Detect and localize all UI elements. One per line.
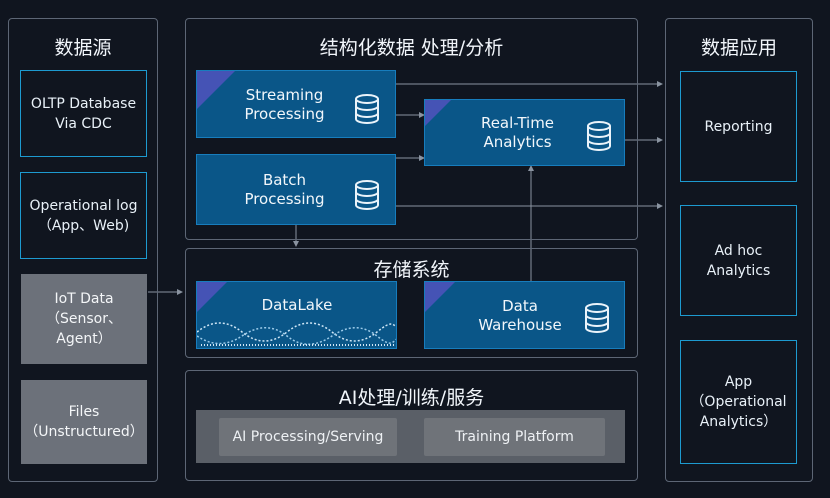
data-applications-title: 数据应用 <box>700 37 777 59</box>
corner-accent <box>425 100 451 126</box>
ai-panel: AI处理/训练/服务 <box>185 370 638 481</box>
app-operational-analytics[interactable]: App （Operational Analytics） <box>680 340 797 464</box>
source-oltp-database[interactable]: OLTP Database Via CDC <box>20 70 147 157</box>
corner-accent <box>197 71 235 109</box>
data-warehouse-box[interactable]: Data Warehouse <box>424 281 625 349</box>
realtime-analytics-box[interactable]: Real-Time Analytics <box>424 99 625 166</box>
data-sources-title: 数据源 <box>54 37 112 59</box>
batch-processing-label: Batch Processing <box>244 171 325 208</box>
source-operational-log[interactable]: Operational log （App、Web) <box>20 172 147 259</box>
database-icon <box>585 303 609 333</box>
app-reporting[interactable]: Reporting <box>680 71 797 182</box>
storage-title: 存储系统 <box>373 259 450 281</box>
data-warehouse-label: Data Warehouse <box>478 297 562 334</box>
storage-panel: 存储系统 <box>185 248 638 358</box>
streaming-processing-label: Streaming Processing <box>244 86 325 123</box>
corner-accent <box>425 282 455 312</box>
structured-processing-panel: 结构化数据 处理/分析 <box>185 18 638 240</box>
database-icon <box>355 180 379 210</box>
datalake-box[interactable]: DataLake <box>196 281 397 349</box>
training-platform-button[interactable]: Training Platform <box>424 418 605 456</box>
app-adhoc-analytics[interactable]: Ad hoc Analytics <box>680 205 797 316</box>
realtime-analytics-label: Real-Time Analytics <box>480 114 555 151</box>
ai-processing-serving-button[interactable]: AI Processing/Serving <box>219 418 397 456</box>
database-icon <box>355 94 379 124</box>
ai-title: AI处理/训练/服务 <box>338 387 485 409</box>
datalake-label: DataLake <box>261 296 333 314</box>
corner-accent <box>197 282 227 312</box>
database-icon <box>587 121 611 151</box>
source-files[interactable]: Files （Unstructured） <box>21 380 147 464</box>
data-applications-panel: 数据应用 <box>665 18 813 482</box>
batch-processing-box[interactable]: Batch Processing <box>196 154 396 225</box>
data-sources-panel: 数据源 <box>8 18 158 482</box>
wave-icon <box>197 322 396 346</box>
streaming-processing-box[interactable]: Streaming Processing <box>196 70 396 138</box>
structured-processing-title: 结构化数据 处理/分析 <box>319 37 504 59</box>
source-iot-data[interactable]: IoT Data （Sensor、 Agent） <box>21 274 147 364</box>
